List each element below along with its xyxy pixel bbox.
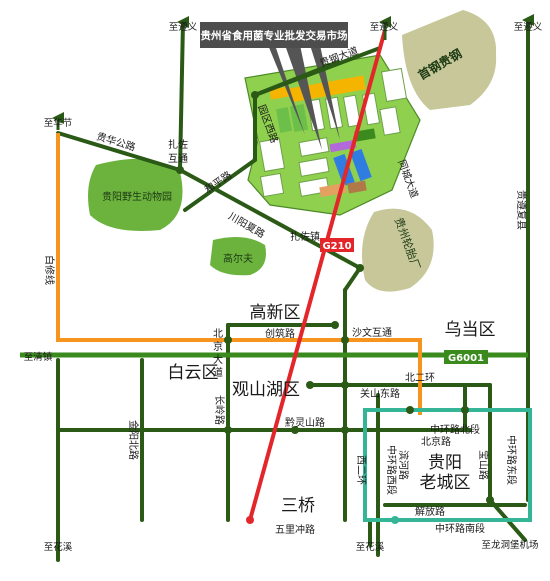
district-laocheng-2: 老城区 [420, 473, 471, 493]
district-sanqiao: 三桥 [281, 496, 315, 516]
tyre-park [362, 208, 434, 292]
district-laocheng-1: 贵阳 [428, 453, 462, 473]
zoo-label: 贵阳野生动物园 [102, 190, 172, 203]
dest-longdongbao: 至龙洞堡机场 [481, 539, 538, 551]
golf-label: 高尔夫 [223, 252, 253, 265]
zunyi-left [178, 20, 185, 172]
road-changling: 长岭路 [213, 395, 226, 425]
road-beidajie-2: 京 [213, 340, 223, 353]
guihua-road [56, 131, 182, 172]
road-erhuan-bei: 北二环 [405, 372, 435, 384]
road-guizun: 贵遵复县 [515, 190, 528, 230]
road-zhazuo-town: 扎佐镇 [290, 230, 320, 243]
road-jiefang: 解放路 [415, 505, 445, 518]
road-zhonghuan-nan: 中环路南段 [435, 522, 485, 535]
chuanyang-road [343, 266, 362, 292]
road-jinyang-bei: 金阳北路 [127, 420, 140, 460]
dest-qingzhen: 至清镇 [24, 351, 53, 363]
dest-huaxi-mid: 至花溪 [356, 541, 385, 553]
road-beijing: 北京路 [421, 435, 451, 448]
road-shawen: 沙文互通 [352, 326, 392, 339]
road-beidajie-4: 道 [213, 366, 223, 379]
road-zhazuo-2: 互通 [168, 153, 188, 165]
teal-ring [363, 408, 532, 522]
g6001-text: G6001 [448, 353, 484, 364]
callout-text: 贵州省食用菌专业批发交易市场 [201, 29, 348, 42]
road-zhazuo-1: 扎佐 [168, 138, 188, 151]
dest-huajie: 至华节 [44, 117, 73, 129]
road-baixiu: 白修线 [43, 255, 56, 285]
road-binhe: 滨河路 [397, 450, 410, 480]
road-wuliqiao: 五里冲路 [275, 523, 315, 536]
road-huanbei: 中环路北段 [430, 423, 480, 436]
dest-huaxi-left: 至花溪 [44, 541, 73, 553]
district-baiyun: 白云区 [168, 363, 219, 383]
road-beidajie-3: 大 [213, 353, 223, 366]
dest-zunyi-right: 至遵义 [514, 21, 543, 33]
callout-box [200, 22, 348, 48]
district-wudang: 乌当区 [445, 320, 496, 340]
golf-park [210, 236, 266, 276]
road-beidajie-1: 北 [213, 328, 223, 340]
road-zhonghuan-xi: 中环路西段 [385, 445, 398, 495]
road-tongcheng: 同城大道 [395, 158, 421, 200]
dest-zunyi-mid: 至遵义 [370, 21, 399, 33]
g210-text: G210 [322, 241, 351, 252]
road-guanshan-dong: 关山东路 [360, 387, 400, 400]
g210-badge [320, 238, 354, 252]
road-zhonghuan-dong: 中环路东段 [505, 435, 518, 485]
district-guanshanhu: 观山湖区 [232, 380, 300, 400]
district-gaoxin: 高新区 [250, 303, 301, 323]
zoo-park [88, 158, 183, 231]
heping-road [183, 158, 257, 212]
road-chuangzhu: 创筑路 [265, 327, 295, 340]
road-qianling-shan: 黔灵山路 [285, 416, 325, 429]
steel-park [402, 10, 497, 110]
dest-zunyi-left: 至遵义 [169, 21, 198, 33]
junctions [176, 91, 494, 504]
tongcheng-road [248, 29, 387, 521]
road-xierhuan: 西二环 [355, 455, 366, 485]
guigang-road [253, 60, 340, 97]
callout-pointer [252, 45, 340, 150]
orange-road [56, 133, 422, 415]
road-baoshan: 宝山路 [477, 450, 490, 480]
g6001-badge [444, 350, 488, 364]
